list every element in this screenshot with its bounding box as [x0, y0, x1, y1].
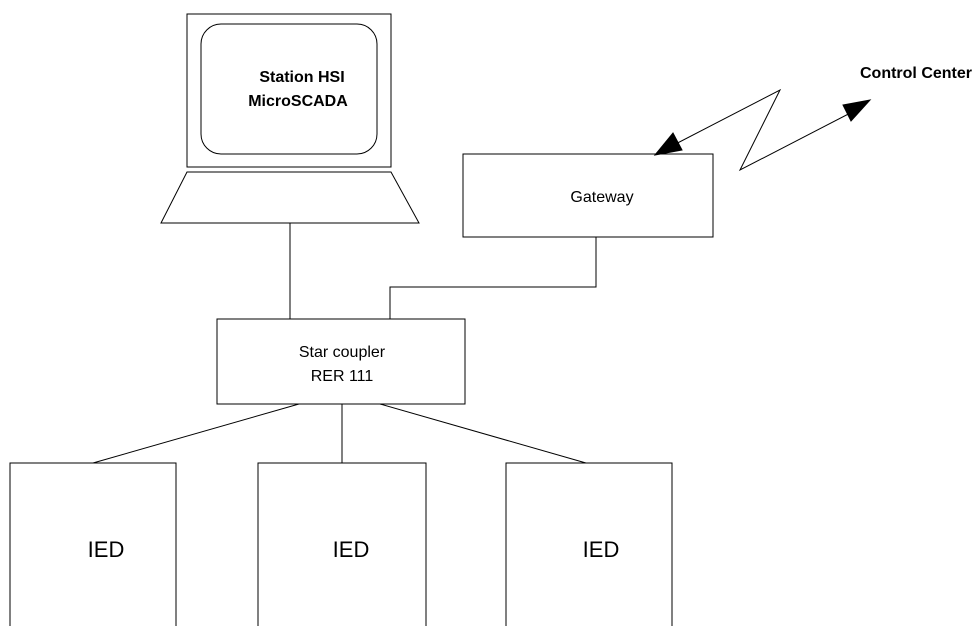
station-hsi-computer: Station HSI MicroSCADA: [160, 13, 420, 224]
coupler-to-ied3-line: [379, 403, 587, 464]
connection-lines: [92, 223, 597, 464]
arrowhead-gateway-end: [653, 132, 683, 156]
microscada-label: MicroSCADA: [248, 93, 348, 110]
ied-2-outline: [257, 462, 427, 626]
arrowhead-control-center-end: [842, 99, 872, 122]
ied-1-label: IED: [88, 537, 125, 562]
coupler-to-ied1-line: [92, 403, 300, 464]
ied-1-outline: [9, 462, 177, 626]
zigzag-link-line: [663, 88, 861, 172]
gateway-label: Gateway: [570, 189, 633, 206]
keyboard-base: [160, 171, 420, 224]
monitor-screen: [200, 23, 378, 155]
ied-box-2: IED: [257, 462, 427, 626]
station-hsi-label: Station HSI: [259, 69, 344, 86]
ied-3-label: IED: [583, 537, 620, 562]
rer-111-label: RER 111: [311, 368, 374, 385]
star-coupler-rect: [216, 318, 466, 405]
star-coupler-box: Star coupler RER 111: [216, 318, 466, 405]
control-center-link: Control Center: [653, 65, 972, 172]
gateway-to-coupler-line: [389, 237, 597, 319]
ied-2-label: IED: [333, 537, 370, 562]
gateway-box: Gateway: [462, 153, 714, 238]
gateway-rect: [462, 153, 714, 238]
star-coupler-label: Star coupler: [299, 344, 386, 361]
control-center-label: Control Center: [860, 65, 972, 82]
ied-3-outline: [505, 462, 673, 626]
ied-box-1: IED: [9, 462, 177, 626]
ied-box-3: IED: [505, 462, 673, 626]
